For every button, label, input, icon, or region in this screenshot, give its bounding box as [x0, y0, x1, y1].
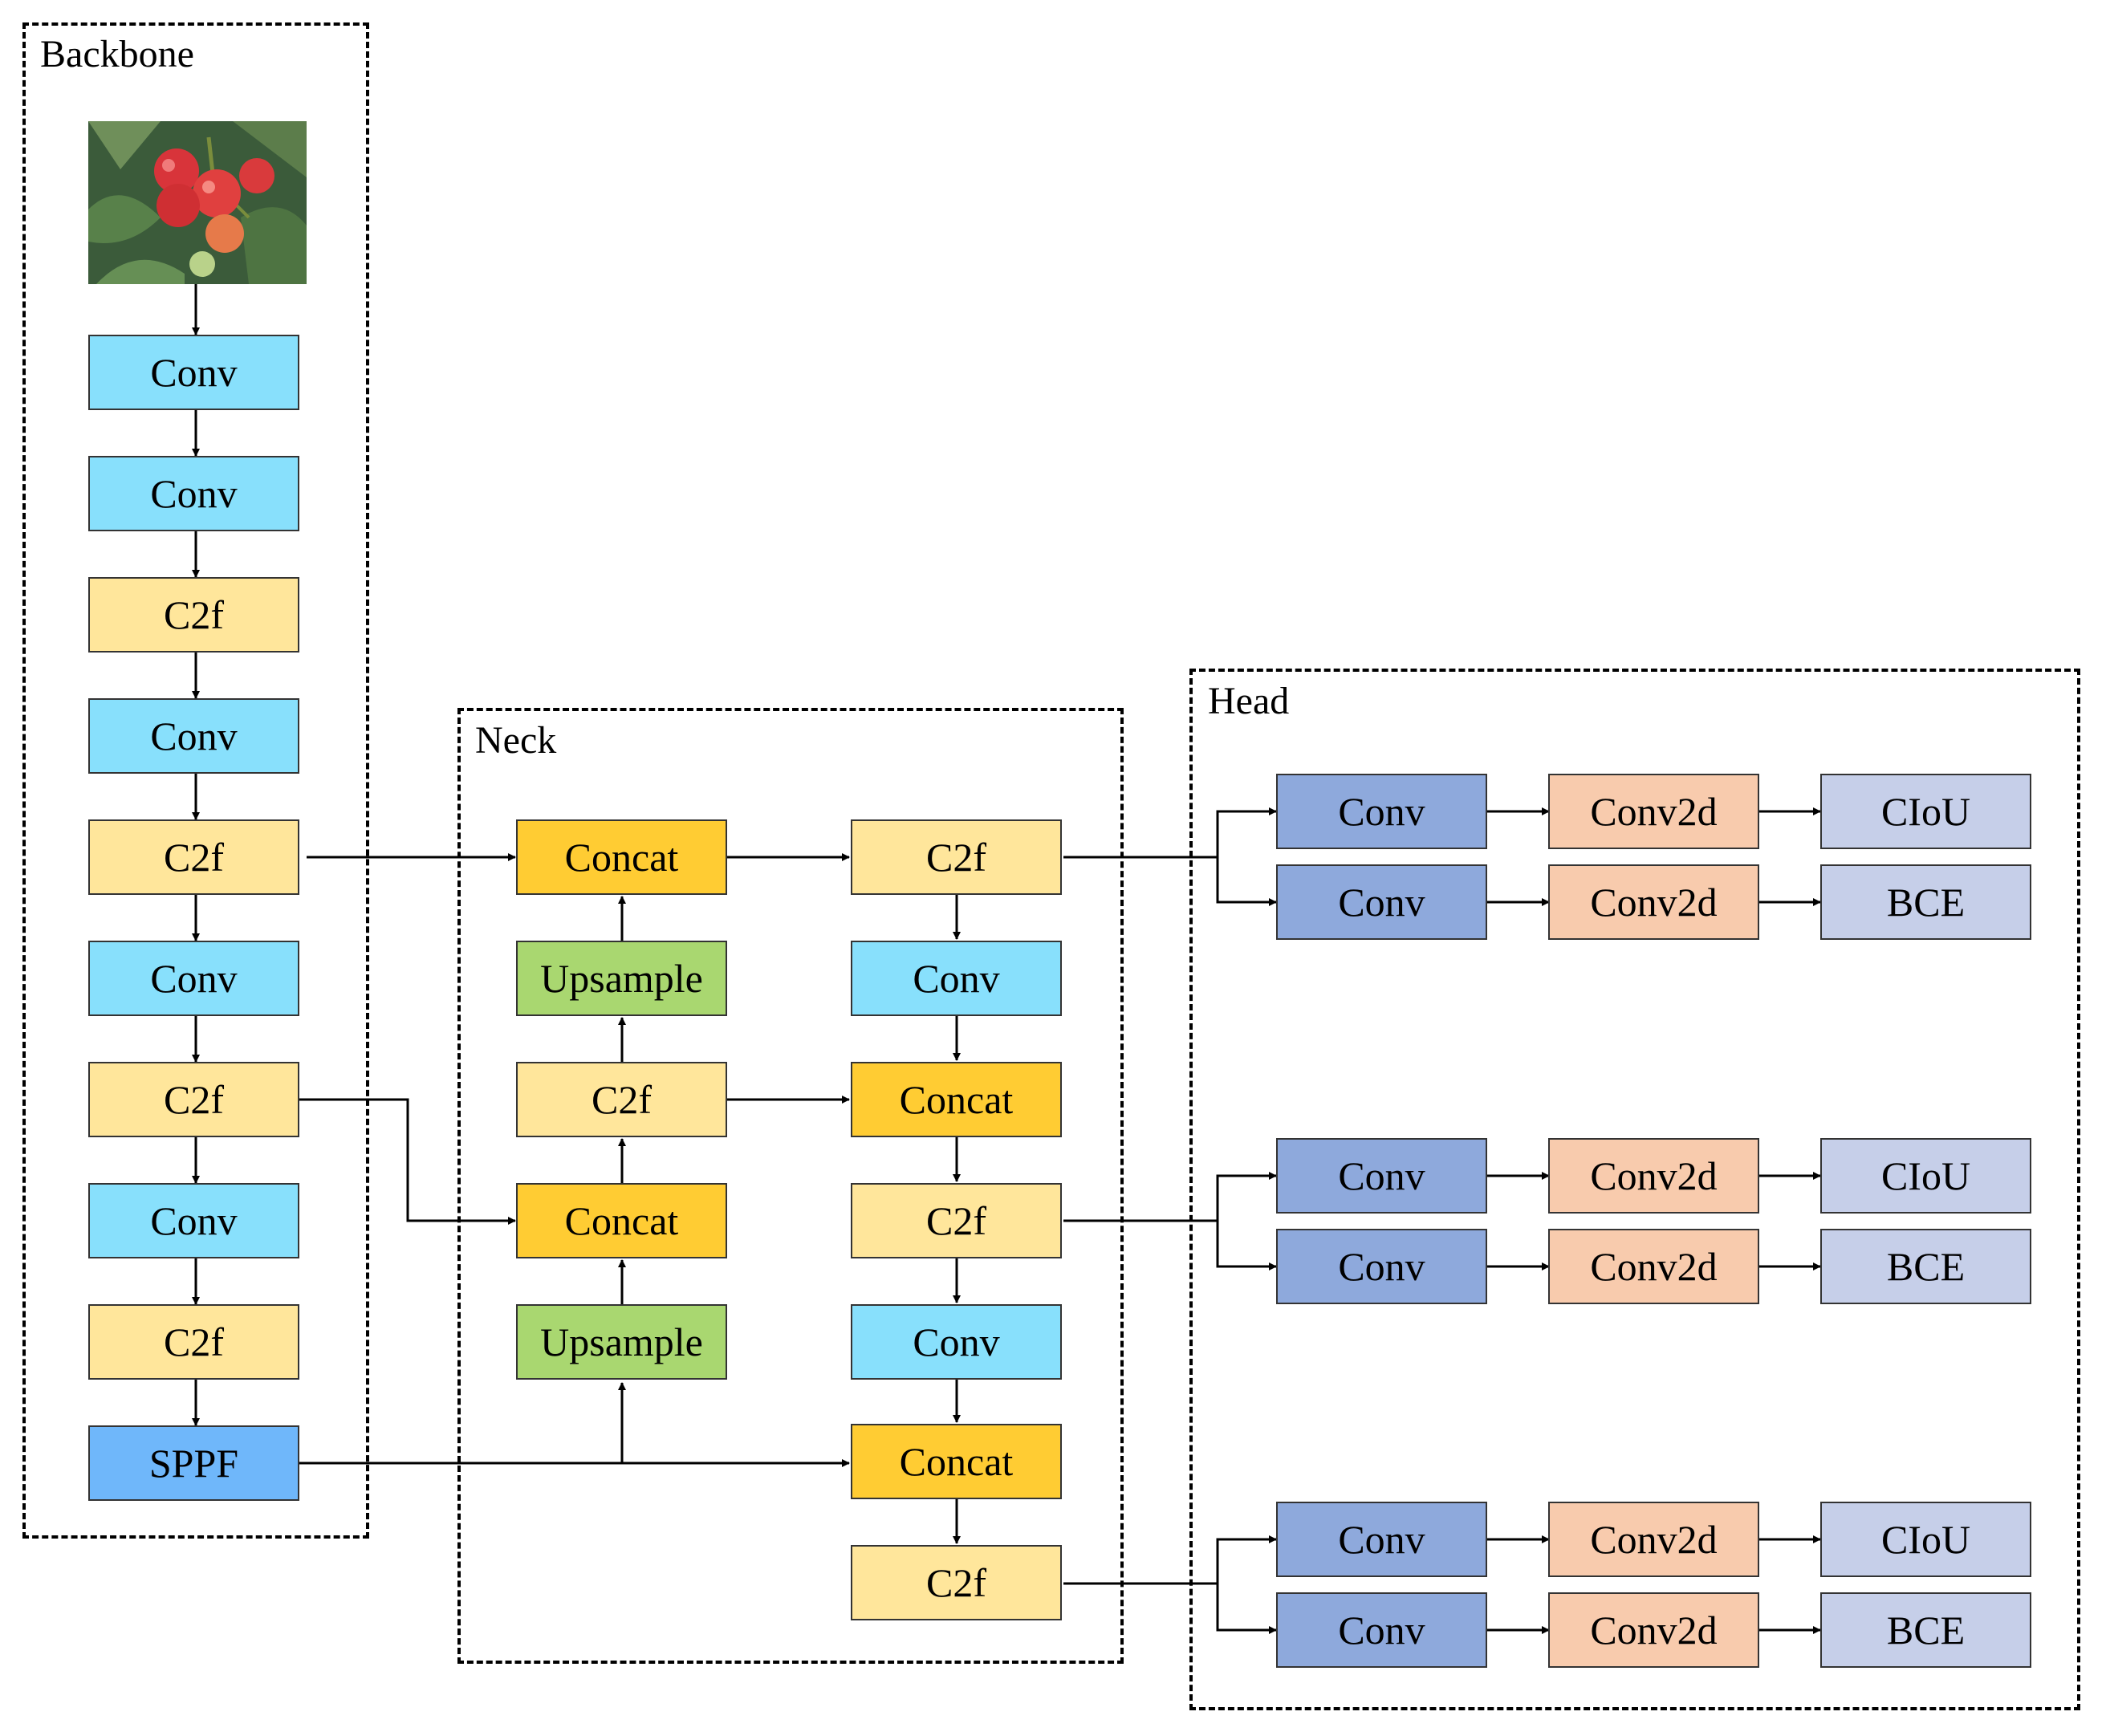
arrow-b7-concat2	[299, 1098, 516, 1225]
neck-c2f-right-1: C2f	[851, 819, 1062, 895]
backbone-panel	[22, 22, 369, 1539]
neck-concat-1: Concat	[516, 819, 727, 895]
backbone-conv-2: Conv	[88, 456, 299, 531]
backbone-c2f-4: C2f	[88, 1304, 299, 1380]
head3-conv-b: Conv	[1276, 1592, 1487, 1668]
backbone-c2f-3: C2f	[88, 1062, 299, 1137]
backbone-conv-1: Conv	[88, 335, 299, 410]
head1-conv-a: Conv	[1276, 774, 1487, 849]
neck-conv-right-1: Conv	[851, 941, 1062, 1016]
arrow-g1-a	[1216, 807, 1277, 857]
neck-c2f-right-2: C2f	[851, 1183, 1062, 1258]
neck-upsample-1: Upsample	[516, 941, 727, 1016]
head2-conv-b: Conv	[1276, 1229, 1487, 1304]
head2-bce: BCE	[1820, 1229, 2031, 1304]
head2-conv2d-a: Conv2d	[1548, 1138, 1759, 1214]
backbone-conv-3: Conv	[88, 698, 299, 774]
head3-bce: BCE	[1820, 1592, 2031, 1668]
backbone-c2f-2: C2f	[88, 819, 299, 895]
backbone-conv-5: Conv	[88, 1183, 299, 1258]
arrow-g2-b	[1216, 1221, 1277, 1270]
neck-conv-right-2: Conv	[851, 1304, 1062, 1380]
neck-concat-right-1: Concat	[851, 1062, 1062, 1137]
neck-concat-right-2: Concat	[851, 1424, 1062, 1499]
head3-conv-a: Conv	[1276, 1502, 1487, 1577]
backbone-sppf: SPPF	[88, 1425, 299, 1501]
head3-conv2d-b: Conv2d	[1548, 1592, 1759, 1668]
head3-conv2d-a: Conv2d	[1548, 1502, 1759, 1577]
head2-ciou: CIoU	[1820, 1138, 2031, 1214]
arrow-g1-b	[1216, 857, 1277, 906]
neck-c2f-left: C2f	[516, 1062, 727, 1137]
head3-ciou: CIoU	[1820, 1502, 2031, 1577]
backbone-label: Backbone	[40, 33, 194, 75]
head1-conv2d-b: Conv2d	[1548, 864, 1759, 940]
arrow-g3-a	[1216, 1535, 1277, 1584]
neck-c2f-right-3: C2f	[851, 1545, 1062, 1620]
head-label: Head	[1208, 680, 1290, 722]
arrow-g3-b	[1216, 1584, 1277, 1634]
backbone-c2f-1: C2f	[88, 577, 299, 653]
backbone-conv-4: Conv	[88, 941, 299, 1016]
arrow-g2-a	[1216, 1172, 1277, 1221]
neck-concat-2: Concat	[516, 1183, 727, 1258]
tomato-photo-icon	[88, 121, 307, 284]
head2-conv2d-b: Conv2d	[1548, 1229, 1759, 1304]
head1-conv-b: Conv	[1276, 864, 1487, 940]
head2-conv-a: Conv	[1276, 1138, 1487, 1214]
neck-upsample-2: Upsample	[516, 1304, 727, 1380]
head1-conv2d-a: Conv2d	[1548, 774, 1759, 849]
head1-bce: BCE	[1820, 864, 2031, 940]
neck-label: Neck	[475, 719, 557, 762]
head1-ciou: CIoU	[1820, 774, 2031, 849]
head-panel	[1189, 669, 2080, 1710]
neck-panel	[457, 708, 1124, 1664]
